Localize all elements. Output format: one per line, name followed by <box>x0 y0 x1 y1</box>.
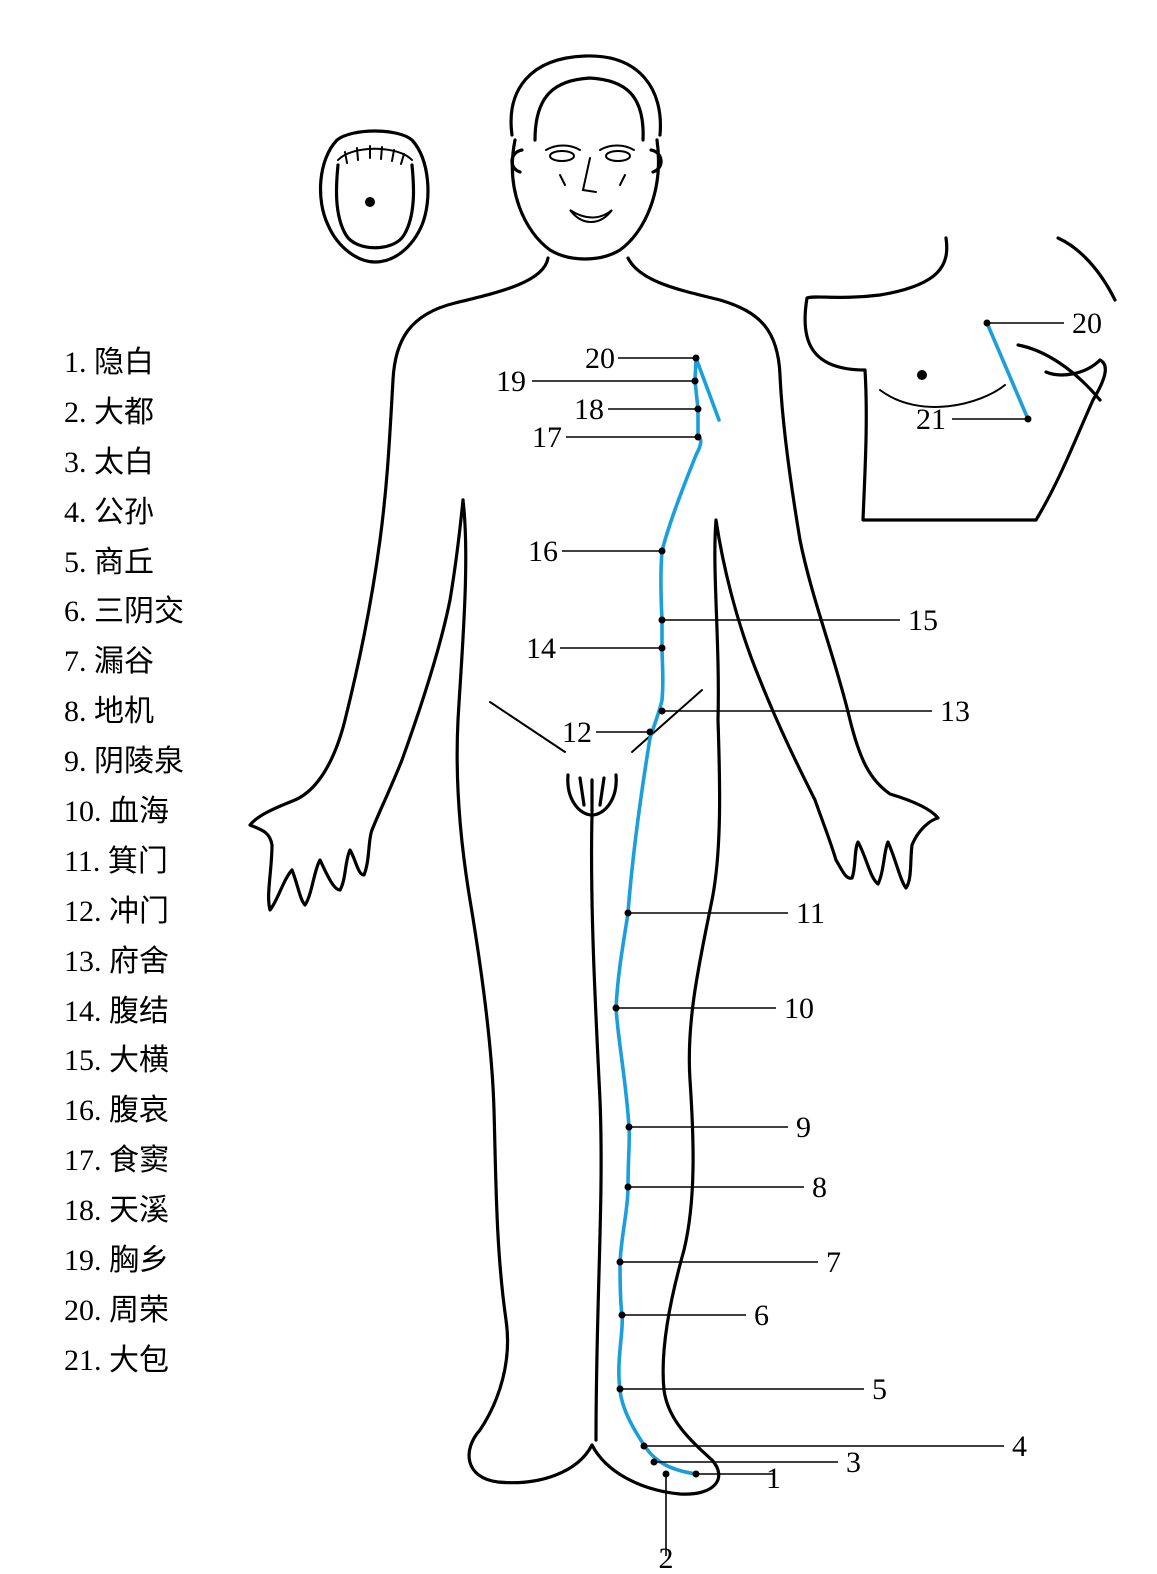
acupoint-label-4: 4 <box>1012 1430 1027 1463</box>
legend-item: 13. 府舍 <box>64 944 169 978</box>
legend-item: 9. 阴陵泉 <box>64 745 184 779</box>
acupoint-point-5 <box>616 1385 624 1393</box>
acupoint-label-15: 15 <box>908 604 938 637</box>
legend-item: 14. 腹结 <box>64 994 169 1028</box>
acupoint-label-5: 5 <box>872 1373 887 1406</box>
legend-item: 17. 食窦 <box>64 1144 169 1178</box>
chest-inset <box>803 236 1117 522</box>
legend-item: 12. 冲门 <box>64 894 169 928</box>
legend-item: 3. 太白 <box>64 445 154 479</box>
head <box>509 54 663 261</box>
acupoint-point-18 <box>694 405 702 413</box>
acupoint-label-18: 18 <box>574 393 604 426</box>
acupoint-point-6 <box>618 1311 626 1319</box>
acupoint-label-14: 14 <box>526 632 556 665</box>
acupoint-point-11 <box>624 909 632 917</box>
acupoint-point-8 <box>624 1183 632 1191</box>
legend-item: 8. 地机 <box>64 695 154 729</box>
acupoint-point-1 <box>692 1470 700 1478</box>
acupoint-label-13: 13 <box>940 695 970 728</box>
legend-item: 19. 胸乡 <box>64 1244 169 1278</box>
acupoint-point-9 <box>625 1123 633 1131</box>
acupoint-label-7: 7 <box>826 1246 841 1279</box>
legend-item: 2. 大都 <box>64 395 154 429</box>
inset-label-21: 21 <box>916 403 946 436</box>
legend-item: 4. 公孙 <box>64 495 154 529</box>
acupoint-point-7 <box>616 1258 624 1266</box>
acupoint-label-9: 9 <box>796 1111 811 1144</box>
tongue-inset <box>318 129 430 264</box>
acupoint-label-6: 6 <box>754 1299 769 1332</box>
legend-item: 20. 周荣 <box>64 1293 169 1327</box>
acupoint-label-17: 17 <box>532 421 562 454</box>
acupoint-label-20: 20 <box>585 342 615 375</box>
inset-point-20 <box>983 319 991 327</box>
acupoint-point-12 <box>646 728 654 736</box>
acupoint-point-10 <box>612 1004 620 1012</box>
spleen-meridian-line <box>614 356 721 1476</box>
acupoint-point-4 <box>640 1442 648 1450</box>
acupoint-point-14 <box>658 644 666 652</box>
legend-item: 10. 血海 <box>64 795 169 829</box>
acupoint-label-12: 12 <box>562 716 592 749</box>
acupoint-point-19 <box>691 377 699 385</box>
legend-item: 1. 隐白 <box>64 346 154 379</box>
legend-item: 11. 箕门 <box>64 844 168 878</box>
acupoint-legend: 1. 隐白 2. 大都 3. 太白 4. 公孙 5. 商丘 6. 三阴交 7. 漏谷 8. 地… <box>64 338 184 1386</box>
legend-item: 21. 大包 <box>64 1343 169 1377</box>
acupoint-label-19: 19 <box>496 365 526 398</box>
acupoint-point-15 <box>658 616 666 624</box>
acupoint-point-2 <box>662 1470 670 1478</box>
inset-label-20: 20 <box>1072 307 1102 340</box>
acupoint-point-13 <box>658 707 666 715</box>
acupoint-point-20 <box>692 354 700 362</box>
dabao-line <box>985 321 1030 421</box>
body-outline <box>248 256 940 1496</box>
acupoint-point-3 <box>650 1458 658 1466</box>
acupoint-label-10: 10 <box>784 992 814 1025</box>
acupoint-label-8: 8 <box>812 1171 827 1204</box>
acupoint-label-1: 1 <box>766 1462 781 1495</box>
legend-item: 16. 腹哀 <box>64 1094 169 1128</box>
inset-point-21 <box>1024 415 1032 423</box>
legend-item: 15. 大横 <box>64 1044 169 1078</box>
legend-item: 7. 漏谷 <box>64 645 154 679</box>
acupoint-label-3: 3 <box>846 1446 861 1479</box>
acupoint-label-2: 2 <box>659 1542 674 1574</box>
legend-item: 18. 天溪 <box>64 1194 169 1228</box>
legend-item: 6. 三阴交 <box>64 595 184 629</box>
acupoint-label-16: 16 <box>528 535 558 568</box>
acupoint-point-16 <box>658 547 666 555</box>
acupoint-label-11: 11 <box>796 897 825 930</box>
acupoint-point-17 <box>694 433 702 441</box>
legend-item: 5. 商丘 <box>64 545 154 579</box>
